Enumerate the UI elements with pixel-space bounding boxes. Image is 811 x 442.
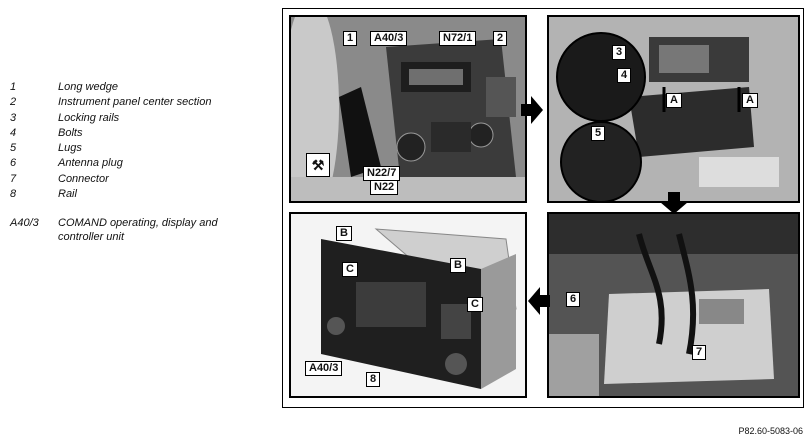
callout-a-left: A: [666, 93, 682, 108]
arrow-left-icon: [528, 287, 550, 315]
callout-c-right: C: [467, 297, 483, 312]
arrow-down-icon: [660, 192, 688, 214]
dashboard-illustration: [291, 17, 525, 201]
callout-n22-7: N22/7: [363, 166, 401, 181]
callout-c-left: C: [342, 262, 358, 277]
callout-n22: N22: [370, 180, 399, 195]
photo-dashboard-removal: ⚒: [289, 15, 527, 203]
tool-icon: ⚒: [306, 153, 330, 177]
callout-3: 3: [612, 45, 627, 60]
callout-7: 7: [692, 345, 707, 360]
antenna-connector-illustration: [549, 214, 798, 396]
callout-n72-1: N72/1: [439, 31, 477, 46]
callout-b-right: B: [450, 258, 466, 273]
arrow-right-icon: [521, 96, 543, 124]
figure-reference: P82.60-5083-06: [738, 426, 803, 436]
photo-locking-rails: [547, 15, 800, 203]
callout-8: 8: [366, 372, 381, 387]
locking-rails-illustration: [549, 17, 798, 201]
callout-6: 6: [566, 292, 581, 307]
callout-4: 4: [617, 68, 632, 83]
callout-a40-3-unit: A40/3: [305, 361, 343, 376]
figure-frame: [282, 8, 804, 408]
photo-antenna-connector: [547, 212, 800, 398]
callout-1: 1: [343, 31, 358, 46]
callout-b-left: B: [336, 226, 352, 241]
callout-5: 5: [591, 126, 606, 141]
callout-a-right: A: [742, 93, 758, 108]
callout-2: 2: [493, 31, 508, 46]
callout-a40-3: A40/3: [370, 31, 408, 46]
